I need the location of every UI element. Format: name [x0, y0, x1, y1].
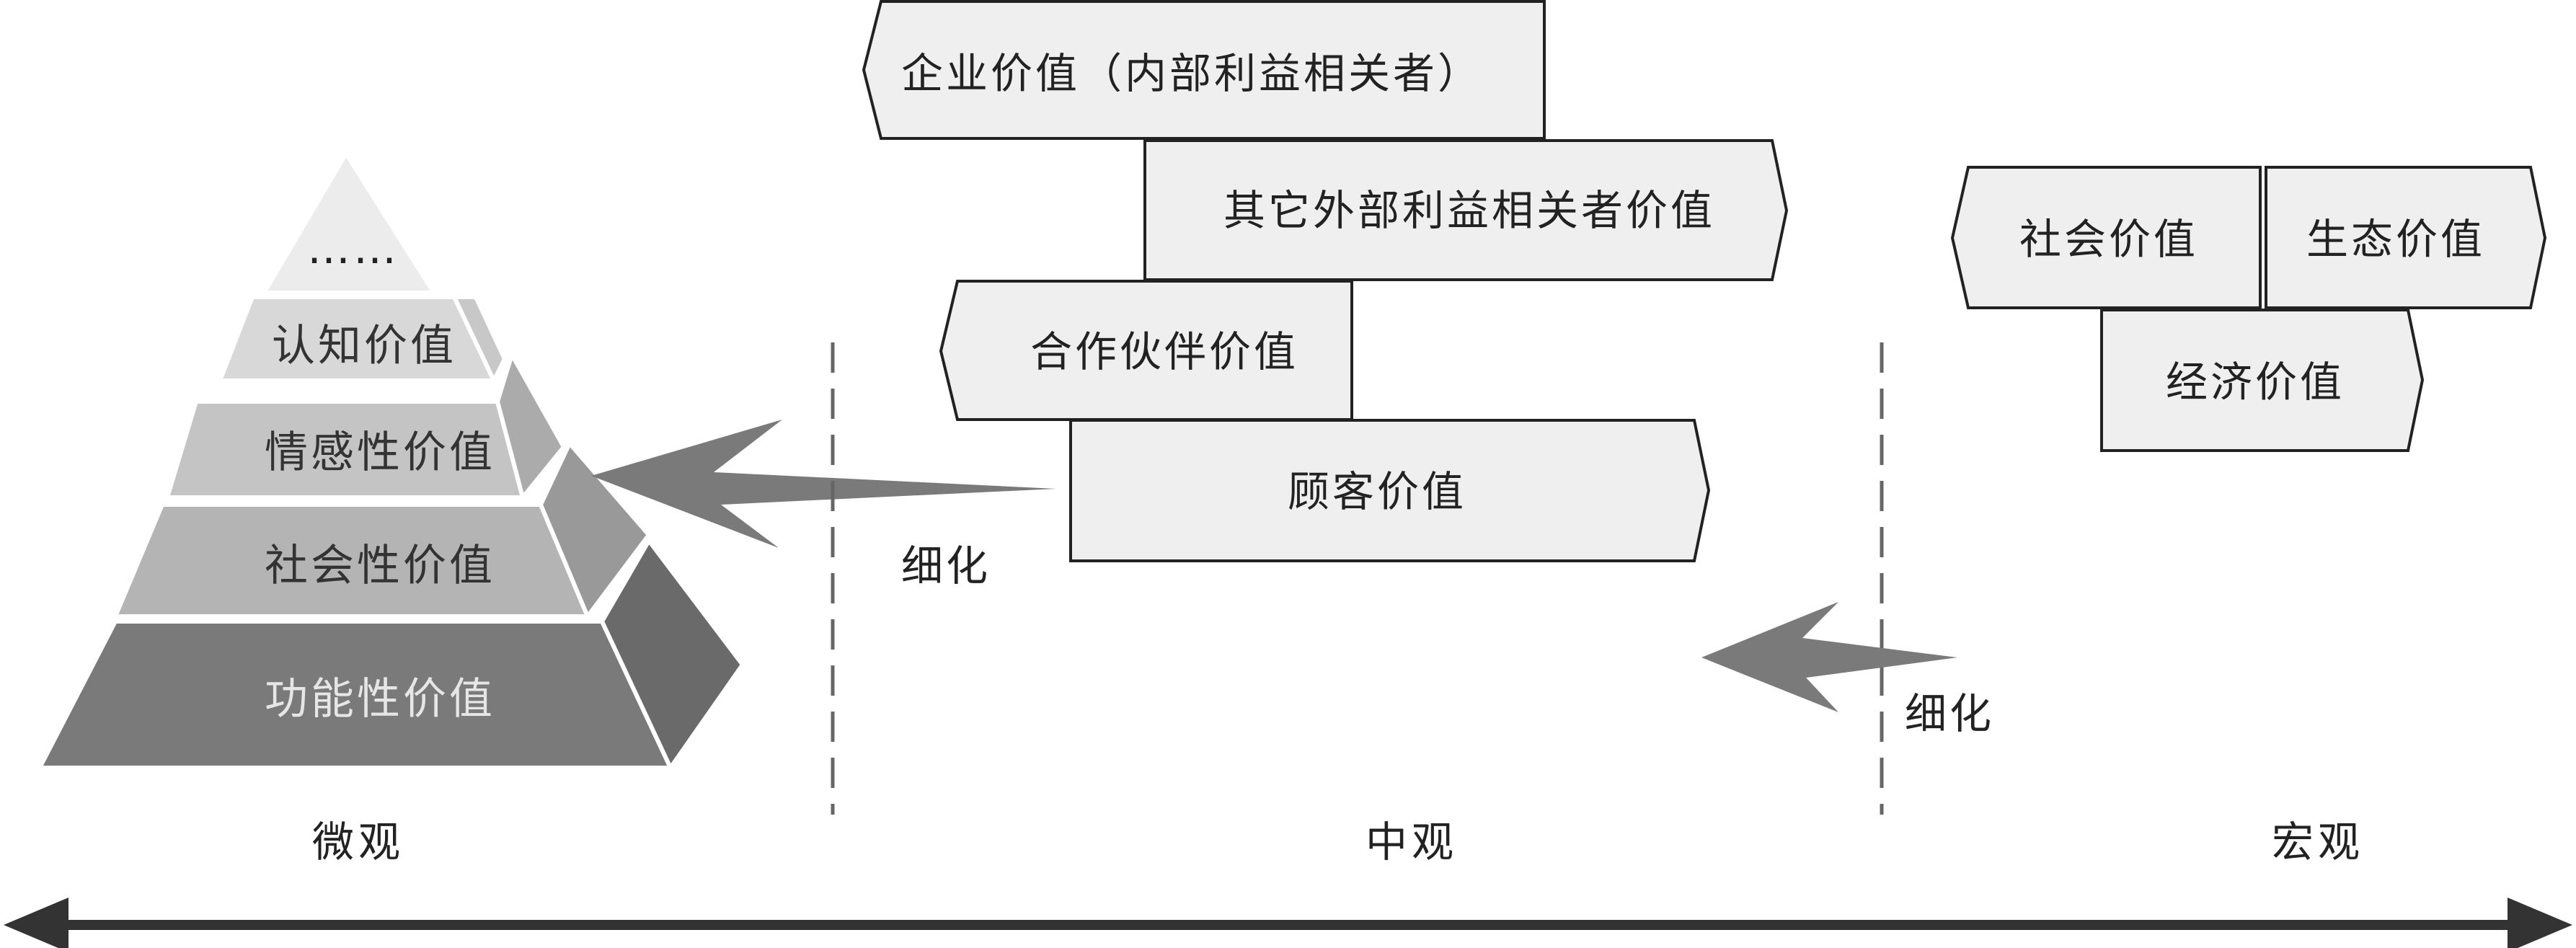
refine-arrow-right: 细化 — [1701, 602, 1994, 738]
refine-label-right: 细化 — [1905, 689, 1994, 738]
label-social-value: 社会价值 — [2019, 215, 2198, 264]
box-economic-value — [2100, 309, 2425, 452]
label-partner-value: 合作伙伴价值 — [1030, 327, 1298, 376]
pyramid-tier-emotional-side — [495, 349, 567, 502]
box-social-value — [1950, 166, 2262, 309]
scale-label-micro: 微观 — [312, 818, 404, 867]
pyramid-tier-social-side — [538, 439, 652, 621]
box-ecological-value — [2265, 166, 2547, 309]
refine-arrow-right-shape — [1701, 602, 1957, 712]
pyramid-tier-cognitive-side — [451, 295, 508, 386]
refine-arrow-left-shape — [591, 420, 1056, 548]
box-customer-value — [1069, 419, 1711, 562]
pyramid-label-social: 社会性价值 — [265, 541, 495, 591]
label-customer-value: 顾客价值 — [1288, 467, 1466, 516]
label-external-stakeholder-value: 其它外部利益相关者价值 — [1223, 186, 1715, 235]
scale-label-macro: 宏观 — [2272, 818, 2364, 867]
box-enterprise-value — [862, 0, 1546, 140]
label-economic-value: 经济价值 — [2166, 358, 2345, 407]
pyramid-label-emotional: 情感性价值 — [265, 428, 495, 478]
label-enterprise-value: 企业价值（内部利益相关者） — [901, 49, 1482, 98]
refine-arrow-left: 细化 — [591, 420, 1056, 590]
macro-value-boxes: 社会价值 生态价值 经济价值 — [1950, 166, 2547, 452]
pyramid-tier-top — [262, 152, 435, 293]
pyramid-tier-functional-side — [599, 536, 745, 772]
box-external-stakeholder-value — [1143, 139, 1789, 281]
scale-axis-arrowhead-left — [4, 898, 68, 948]
meso-value-boxes: 企业价值（内部利益相关者） 其它外部利益相关者价值 合作伙伴价值 顾客价值 — [862, 0, 1789, 562]
label-ecological-value: 生态价值 — [2306, 215, 2485, 264]
scale-label-meso: 中观 — [1366, 818, 1458, 867]
scale-axis: 微观 中观 宏观 — [4, 818, 2572, 948]
pyramid-label-functional: 功能性价值 — [265, 674, 495, 725]
scale-axis-arrowhead-right — [2508, 898, 2572, 948]
pyramid-label-cognitive: 认知价值 — [272, 321, 456, 371]
value-pyramid: …… 认知价值 情感性价值 社会性价值 功能性价值 — [36, 152, 745, 772]
pyramid-label-ellipsis: …… — [307, 223, 399, 274]
refine-label-left: 细化 — [901, 541, 991, 590]
